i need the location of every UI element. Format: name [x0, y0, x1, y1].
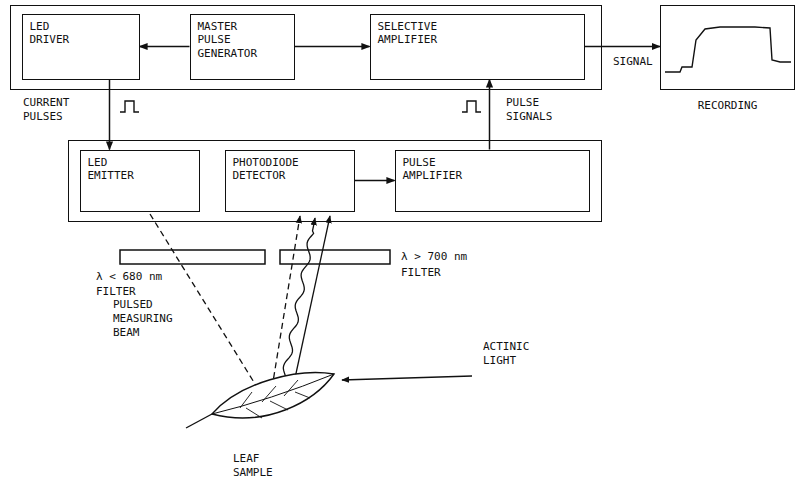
filter-label: FILTER [95, 285, 137, 299]
signal-label: CURRENT PULSES [22, 96, 70, 124]
box-label: LED EMITTER [81, 151, 141, 189]
filter-label: λ < 680 nm [95, 270, 163, 284]
recording-trace [665, 27, 791, 72]
long-pass-filter [280, 250, 390, 264]
beam-label: PULSED MEASURING BEAM [112, 298, 174, 339]
sample-label: LEAF SAMPLE [232, 452, 274, 480]
process-box: PHOTODIODE DETECTOR [225, 150, 355, 212]
box-label: PULSE AMPLIFIER [396, 151, 470, 189]
signal-arrow [355, 180, 395, 182]
actinic-light-arrow [342, 376, 472, 380]
filter-label: FILTER [400, 266, 442, 280]
signal-label: PULSE SIGNALS [505, 96, 553, 124]
recorder-box: RECORDING [660, 5, 795, 90]
process-box: LED DRIVER [22, 14, 140, 80]
box-label: SELECTIVE AMPLIFIER [371, 15, 445, 53]
signal-arrow [489, 80, 491, 150]
box-label: PHOTODIODE DETECTOR [226, 151, 306, 189]
signal-arrow [295, 46, 370, 48]
short-pass-filter [120, 250, 265, 264]
process-box: LED EMITTER [80, 150, 200, 212]
edge-label: SIGNAL [612, 55, 654, 69]
box-label: MASTER PULSE GENERATOR [191, 15, 265, 66]
signal-arrow [109, 80, 111, 150]
actinic-reflection [292, 216, 330, 392]
controller-housing: LED DRIVER MASTER PULSE GENERATOR SELECTIV… [10, 5, 602, 90]
process-box: SELECTIVE AMPLIFIER [370, 14, 585, 80]
filter-label: λ > 700 nm [400, 250, 468, 264]
light-label: ACTINIC LIGHT [482, 340, 530, 368]
pulse-symbol [462, 101, 481, 112]
leaf [186, 373, 334, 428]
pulse-symbol [120, 101, 139, 112]
signal-arrow [585, 46, 661, 48]
sensor-head-housing: LED EMITTER PHOTODIODE DETECTOR PULSE AMPL… [68, 140, 602, 222]
recorder-label: RECORDING [661, 99, 794, 113]
process-box: MASTER PULSE GENERATOR [190, 14, 295, 80]
box-label: LED DRIVER [23, 15, 77, 53]
signal-arrow [140, 46, 190, 48]
process-box: PULSE AMPLIFIER [395, 150, 590, 212]
